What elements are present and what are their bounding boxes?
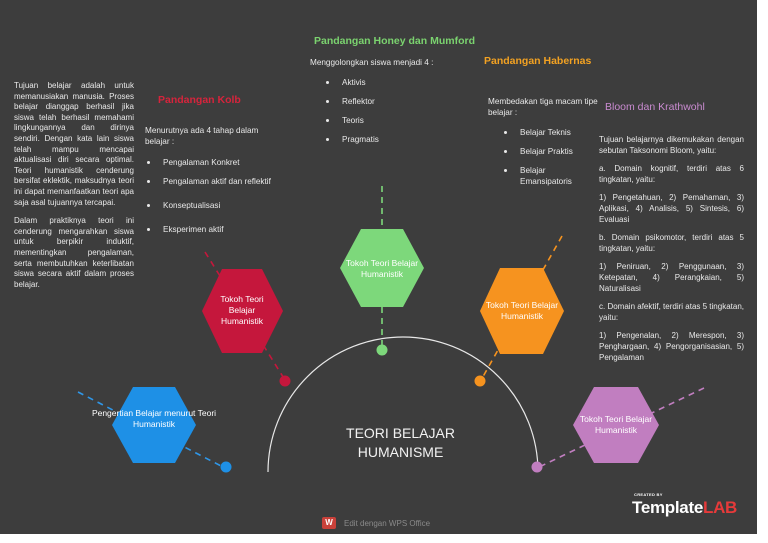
templatelab-logo: TemplateLAB bbox=[632, 498, 737, 518]
honey-block: Menggolongkan siswa menjadi 4 : Aktivis … bbox=[310, 57, 460, 153]
habernas-heading: Pandangan Habernas bbox=[484, 55, 592, 67]
honey-item: Teoris bbox=[324, 115, 460, 126]
bloom-heading: Bloom dan Krathwohl bbox=[605, 101, 705, 113]
dot-honey bbox=[376, 344, 388, 356]
hexagon-kolb-label: Tokoh Teori Belajar Humanistik bbox=[220, 294, 264, 326]
hexagon-kolb bbox=[202, 269, 283, 353]
logo-main: Template bbox=[632, 498, 703, 517]
bloom-paragraph: 1) Pengetahuan, 2) Pemahaman, 3) Aplikas… bbox=[599, 193, 744, 224]
wps-edit-link[interactable]: Edit dengan WPS Office bbox=[344, 519, 431, 528]
dot-habernas bbox=[474, 375, 486, 387]
center-arc bbox=[267, 336, 539, 473]
left-intro-paragraph: Tujuan belajar adalah untuk memanusiakan… bbox=[14, 81, 134, 207]
bloom-paragraph: a. Domain kognitif, terdiri atas 6 tingk… bbox=[599, 164, 744, 184]
kolb-list: Pengalaman Konkret Pengalaman aktif dan … bbox=[145, 157, 280, 235]
hexagon-honey bbox=[340, 229, 424, 307]
logo-accent: LAB bbox=[702, 498, 738, 517]
kolb-intro: Menurutnya ada 4 tahap dalam belajar : bbox=[145, 126, 259, 146]
habernas-item: Belajar Emansipatoris bbox=[502, 165, 590, 187]
kolb-item: Pengalaman Konkret bbox=[145, 157, 280, 168]
bloom-paragraph: b. Domain psikomotor, terdiri atas 5 tin… bbox=[599, 233, 744, 253]
kolb-item: Eksperimen aktif bbox=[145, 224, 280, 235]
honey-intro: Menggolongkan siswa menjadi 4 : bbox=[310, 58, 434, 67]
bloom-paragraph: 1) Pengenalan, 2) Merespon, 3) Pengharga… bbox=[599, 331, 744, 362]
habernas-item: Belajar Teknis bbox=[502, 127, 598, 138]
infographic-page: Tujuan belajar adalah untuk memanusiakan… bbox=[0, 0, 757, 534]
hexagon-pengertian bbox=[112, 387, 196, 463]
honey-item: Reflektor bbox=[324, 96, 460, 107]
dot-kolb bbox=[279, 375, 291, 387]
hexagon-bloom-label: Tokoh Teori Belajar Humanistik bbox=[579, 414, 653, 435]
habernas-intro: Membedakan tiga macam tipe belajar : bbox=[488, 97, 598, 117]
kolb-block: Menurutnya ada 4 tahap dalam belajar : P… bbox=[145, 125, 280, 243]
honey-list: Aktivis Reflektor Teoris Pragmatis bbox=[324, 77, 460, 145]
bloom-paragraph: 1) Peniruan, 2) Penggunaan, 3) Ketepatan… bbox=[599, 262, 744, 293]
habernas-list: Belajar Teknis Belajar Praktis Belajar E… bbox=[502, 127, 598, 187]
kolb-item: Konseptualisasi bbox=[145, 200, 280, 211]
honey-item: Pragmatis bbox=[324, 134, 460, 145]
dot-bloom bbox=[531, 461, 543, 473]
kolb-heading: Pandangan Kolb bbox=[158, 94, 241, 106]
left-intro-paragraph: Dalam praktiknya teori ini cenderung men… bbox=[14, 216, 134, 289]
connector-kolb bbox=[204, 251, 286, 381]
bloom-block: Tujuan belajarnya dikemukakan dengan seb… bbox=[599, 135, 744, 371]
habernas-block: Membedakan tiga macam tipe belajar : Bel… bbox=[488, 96, 598, 195]
kolb-item: Pengalaman aktif dan reflektif bbox=[145, 176, 280, 187]
dot-pengertian bbox=[220, 461, 232, 473]
honey-item: Aktivis bbox=[324, 77, 460, 88]
bloom-paragraph: Tujuan belajarnya dikemukakan dengan seb… bbox=[599, 135, 744, 155]
hexagon-bloom bbox=[573, 387, 659, 463]
center-title: TEORI BELAJAR HUMANISME bbox=[346, 425, 455, 460]
hexagon-habernas-label: Tokoh Teori Belajar Humanistik bbox=[485, 300, 559, 321]
hexagon-habernas bbox=[480, 268, 564, 354]
wps-office-icon[interactable]: W bbox=[322, 517, 336, 529]
connector-habernas bbox=[479, 235, 563, 383]
diagram-shapes bbox=[77, 186, 705, 473]
bloom-paragraph: c. Domain afektif, terdiri atas 5 tingka… bbox=[599, 302, 744, 322]
hexagon-honey-label: Tokoh Teori Belajar Humanistik bbox=[345, 258, 419, 279]
hexagon-pengertian-label: Pengertian Belajar menurut Teori Humanis… bbox=[91, 408, 217, 429]
habernas-item: Belajar Praktis bbox=[502, 146, 598, 157]
created-by-label: CREATED BY bbox=[634, 492, 663, 497]
honey-heading: Pandangan Honey dan Mumford bbox=[314, 35, 476, 47]
left-intro: Tujuan belajar adalah untuk memanusiakan… bbox=[14, 81, 134, 298]
